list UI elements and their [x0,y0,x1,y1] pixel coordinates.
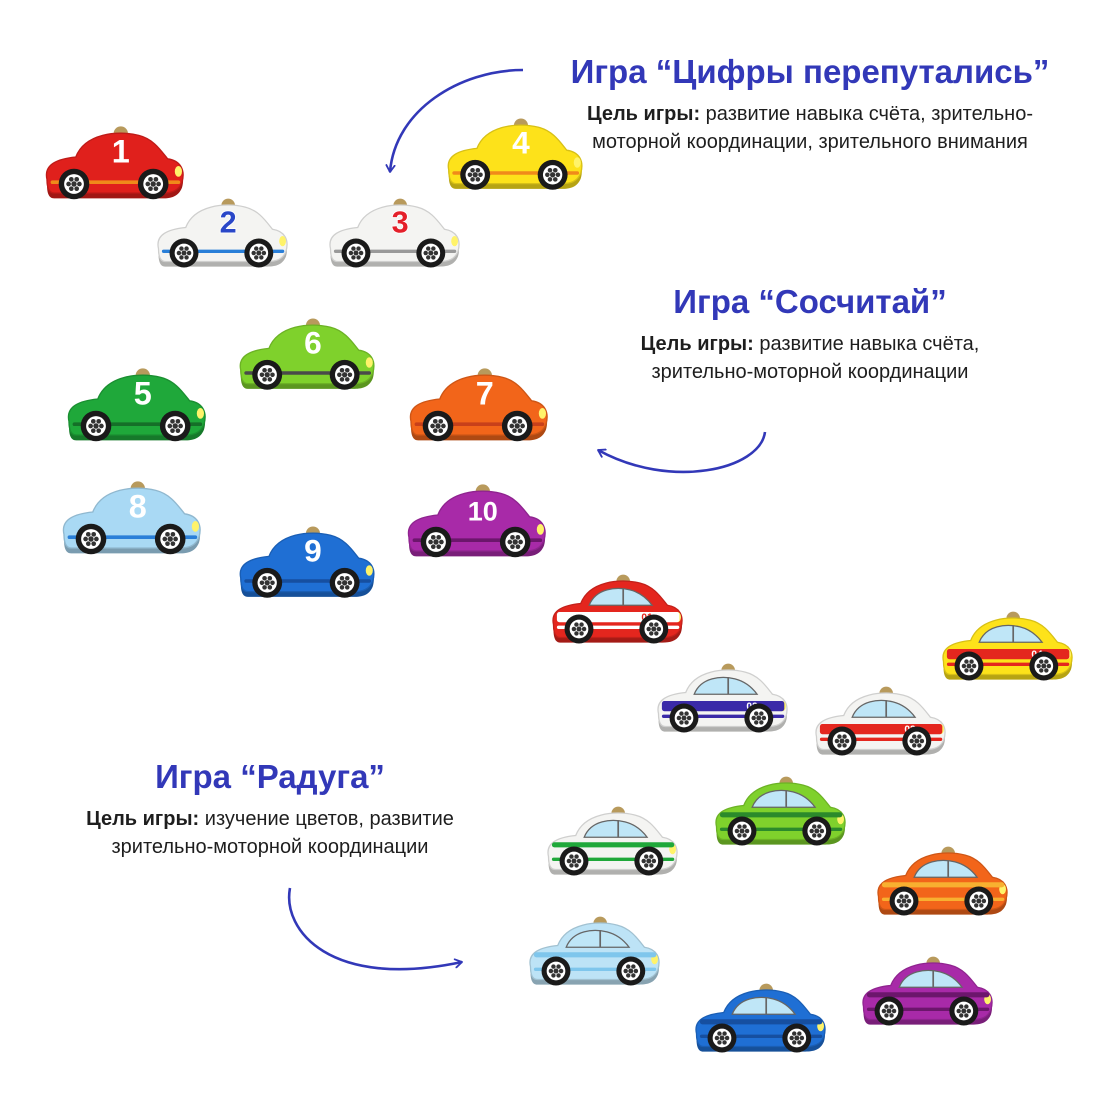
car-number: 5 [134,375,152,411]
number-car-4: 4 [447,118,583,190]
number-car-8: 8 [62,481,201,555]
headlight [365,357,373,368]
number-car-3: 3 [329,198,460,268]
car-window [588,587,654,606]
game-title: Игра “Сосчитай” [673,283,947,320]
game-title: Игра “Цифры перепутались” [570,53,1050,90]
number-car-5: 5 [67,368,206,442]
car-window [583,819,649,838]
car-number: 10 [468,496,498,526]
car-band [881,882,1005,888]
headlight [538,408,546,419]
rainbow-car-6 [862,956,993,1026]
car-number: 2 [220,206,237,240]
car-number: 8 [129,488,147,524]
goal-label: Цель игры: [86,808,200,830]
number-car-1: 1 [45,126,184,200]
car-number: 9 [304,533,322,569]
car-number: 3 [392,206,409,240]
rainbow-car-1 [547,806,678,876]
service-car-03: 03 [815,686,946,756]
goal-text: изучение цветов, развитие зрительно-мото… [111,808,454,858]
arrow-game2 [598,431,767,474]
car-number: 6 [304,325,322,361]
car-window [693,676,759,695]
number-car-10: 10 [407,484,546,558]
car-window [731,996,797,1015]
car-number: 4 [512,125,530,161]
headlight [451,236,458,247]
game-block-numbers-mixed: Игра “Цифры перепутались” Цель игры: раз… [545,52,1075,156]
car-band [699,1019,823,1025]
car-window [565,929,631,948]
game-title: Игра “Радуга” [155,758,385,795]
number-car-9: 9 [239,526,375,598]
car-window [898,969,964,988]
rainbow-car-3 [877,846,1008,916]
arrow-game1 [390,68,524,172]
rainbow-car-4 [529,916,660,986]
number-car-7: 7 [409,368,548,442]
service-car-02: 02 [657,663,788,733]
car-number: 1 [112,133,130,169]
headlight [573,157,581,168]
number-car-2: 2 [157,198,288,268]
game-block-count: Игра “Сосчитай” Цель игры: развитие навы… [620,282,1000,386]
game-description: Цель игры: развитие навыка счёта, зрител… [620,330,1000,386]
headlight [365,565,373,576]
car-window [851,699,917,718]
game-block-rainbow: Игра “Радуга” Цель игры: изучение цветов… [80,757,460,861]
headlight [536,524,544,535]
game-description: Цель игры: изучение цветов, развитие зри… [80,805,460,861]
number-car-6: 6 [239,318,375,390]
game-description: Цель игры: развитие навыка счёта, зрител… [545,100,1075,156]
headlight [196,408,204,419]
service-car-04: 04 [942,611,1073,681]
headlight [279,236,286,247]
car-window [978,624,1044,643]
arrow-game3 [287,887,462,971]
goal-text: развитие навыка счёта, зрительно-моторно… [592,103,1033,153]
car-band [719,812,843,818]
car-window [913,859,979,878]
headlight [174,166,182,177]
car-band [551,842,675,848]
car-window [751,789,817,808]
service-car-01: 01 [552,574,683,644]
car-band [533,952,657,958]
rainbow-car-2 [715,776,846,846]
goal-text: развитие навыка счёта, зрительно-моторно… [651,333,980,383]
goal-label: Цель игры: [587,103,701,125]
goal-label: Цель игры: [640,333,754,355]
headlight [191,521,199,532]
car-number: 7 [476,375,494,411]
rainbow-car-5 [695,983,826,1053]
car-band [866,992,990,998]
